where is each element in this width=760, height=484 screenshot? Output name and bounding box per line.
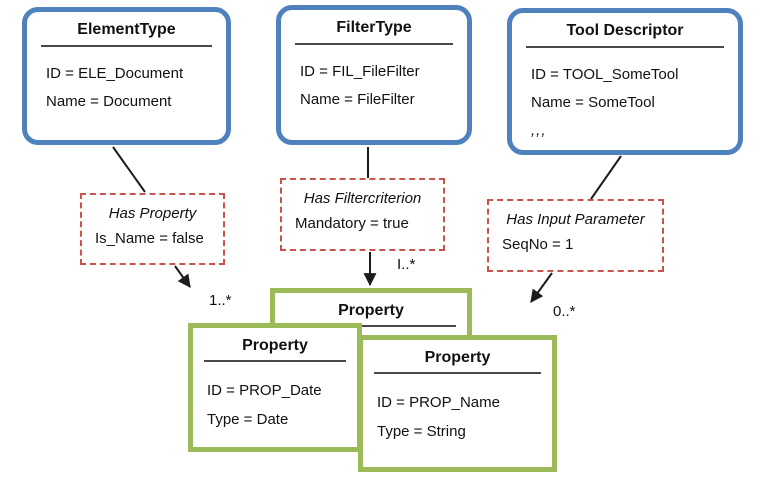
entity-attribute: ID = ELE_Document: [46, 65, 184, 82]
title-divider: [295, 43, 453, 45]
entity-attribute: Name = Document: [46, 93, 172, 110]
property-title: Property: [242, 337, 308, 354]
property-attribute: Type = String: [377, 423, 466, 440]
property-attribute: Type = Date: [207, 411, 289, 428]
multiplicity-label: 1..*: [209, 292, 232, 309]
title-divider: [374, 372, 541, 374]
property-attribute: ID = PROP_Name: [377, 394, 500, 411]
arrow-hasinputparameter-property: [530, 272, 553, 303]
entity-title: FilterType: [336, 19, 412, 36]
relation-title: Has Property: [108, 205, 197, 222]
entity-title: ElementType: [77, 21, 176, 38]
entity-attribute: ID = TOOL_SomeTool: [531, 66, 679, 83]
entity-attribute: Name = FileFilter: [300, 91, 415, 108]
relation-title: Has Input Parameter: [506, 211, 645, 228]
property-title: Property: [338, 302, 404, 319]
relation-has-filtercriterion: Has Filtercriterion Mandatory = true: [280, 178, 445, 251]
relation-attribute: SeqNo = 1: [502, 236, 574, 253]
relation-attribute: Mandatory = true: [295, 215, 409, 232]
property-attribute: ID = PROP_Date: [207, 382, 322, 399]
entity-filter-type: FilterType ID = FIL_FileFilter Name = Fi…: [276, 5, 472, 145]
property-box-name: Property ID = PROP_Name Type = String: [358, 335, 557, 472]
property-title: Property: [424, 349, 491, 366]
relation-has-property: Has Property Is_Name = false: [80, 193, 225, 265]
property-box-date: Property ID = PROP_Date Type = Date: [188, 323, 362, 452]
entity-tool-descriptor: Tool Descriptor ID = TOOL_SomeTool Name …: [507, 8, 743, 155]
relation-has-input-parameter: Has Input Parameter SeqNo = 1: [487, 199, 664, 272]
arrow-hasproperty-property: [174, 265, 191, 288]
title-divider: [286, 325, 456, 327]
entity-attribute: ID = FIL_FileFilter: [300, 63, 420, 80]
relation-attribute: Is_Name = false: [95, 230, 204, 247]
connector-tooldescriptor-hasinputparameter: [590, 155, 622, 200]
connector-elementtype-hasproperty: [112, 146, 146, 193]
relation-title: Has Filtercriterion: [303, 190, 422, 207]
title-divider: [526, 46, 724, 48]
entity-title: Tool Descriptor: [566, 22, 684, 39]
multiplicity-label: 0..*: [553, 303, 576, 320]
entity-element-type: ElementType ID = ELE_Document Name = Doc…: [22, 7, 231, 145]
entity-attribute: Name = SomeTool: [531, 94, 655, 111]
title-divider: [204, 360, 346, 362]
entity-ellipsis: ,,,: [531, 122, 547, 139]
multiplicity-label: I..*: [397, 256, 416, 273]
title-divider: [41, 45, 212, 47]
